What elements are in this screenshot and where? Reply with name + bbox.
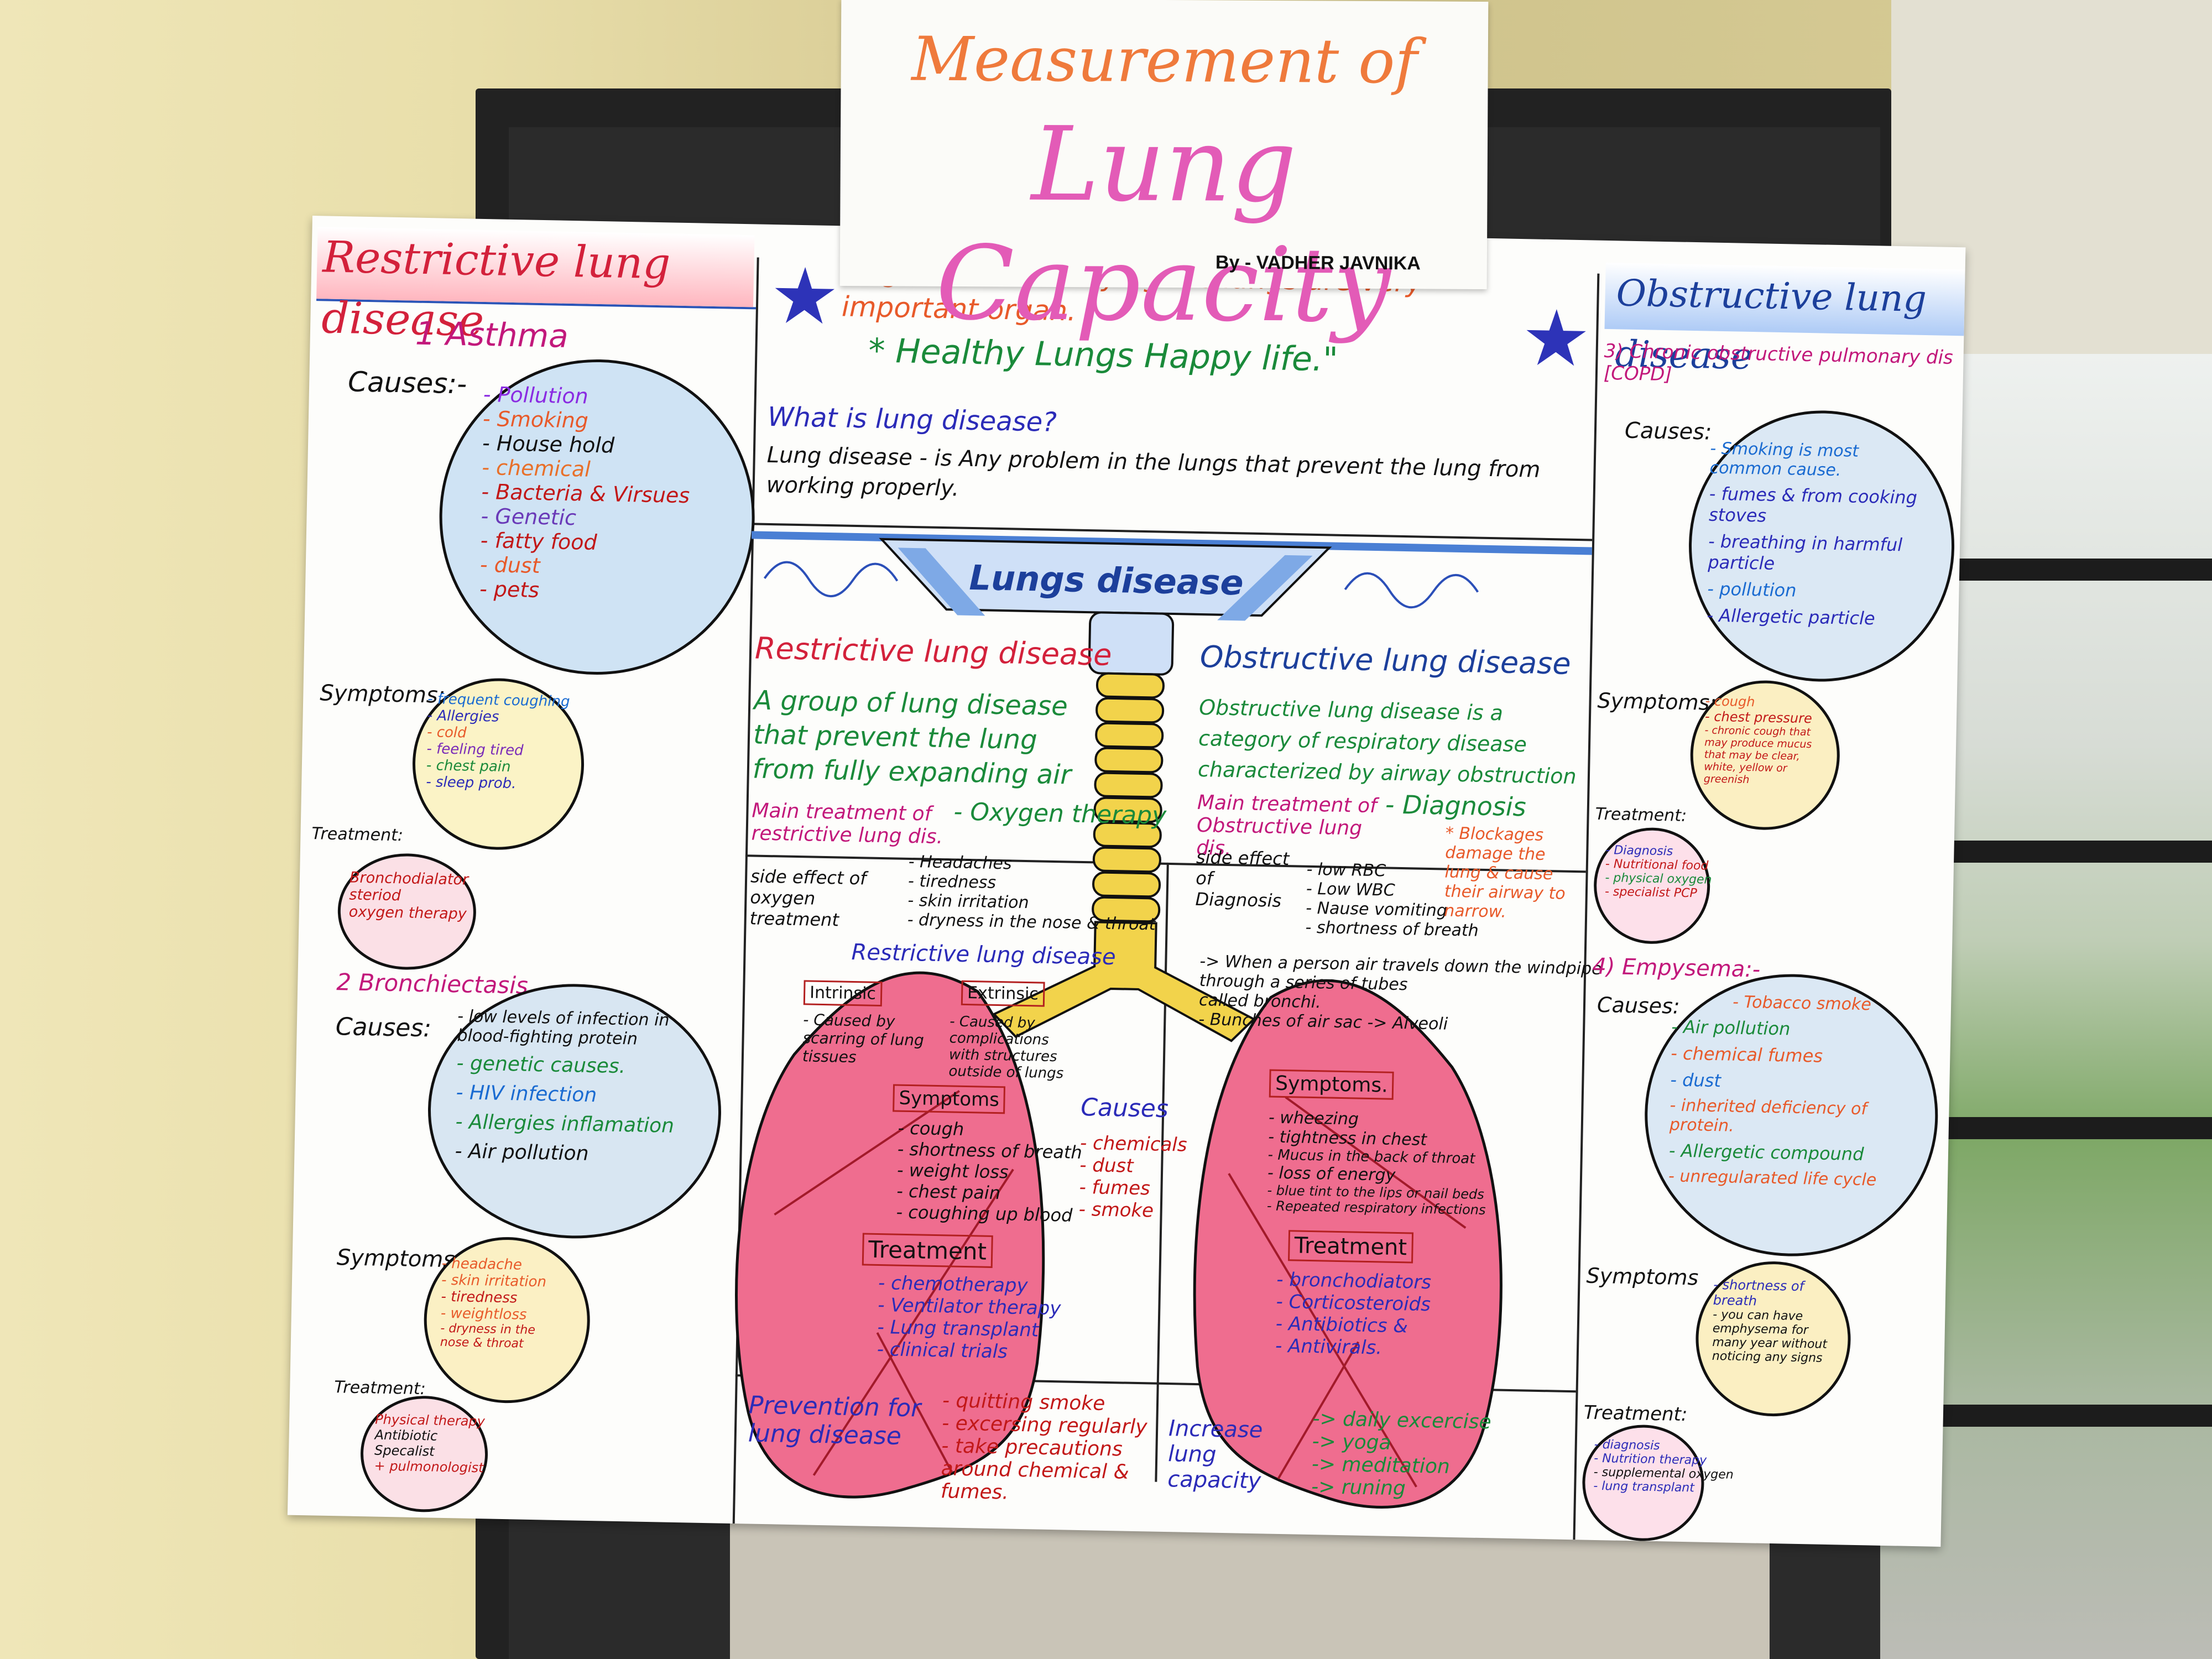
- intrinsic-label: Intrinsic: [803, 980, 883, 1007]
- list-item: - Antivirals.: [1275, 1334, 1383, 1359]
- list-item: - unregularated life cycle: [1668, 1166, 1877, 1190]
- list-item: - bronchodiators: [1276, 1268, 1432, 1294]
- list-item: - smoke: [1078, 1198, 1154, 1222]
- restrictive-main-treatment: - Oxygen therapy: [953, 797, 1167, 830]
- list-item: - chemotherapy: [878, 1272, 1028, 1297]
- obstructive-symptoms-label: Symptoms.: [1269, 1069, 1395, 1100]
- list-item: - you can have emphysema for many year w…: [1712, 1307, 1828, 1365]
- prevention-label: Prevention for lung disease: [748, 1391, 921, 1451]
- list-item: - Smoking is most common cause.: [1709, 439, 1859, 481]
- title-card: Measurement of Lung Capacity By - VADHER…: [839, 0, 1489, 345]
- list-item: - supplemental oxygen: [1593, 1465, 1734, 1482]
- center-causes: - chemicals - dust - fumes - smoke: [1078, 1132, 1187, 1223]
- obstructive-treatment-label: Treatment: [1288, 1230, 1413, 1264]
- list-item: -> daily excercise: [1312, 1407, 1492, 1434]
- list-item: - Allergetic compound: [1668, 1140, 1864, 1165]
- list-item: - excersing regularly: [941, 1412, 1147, 1439]
- list-item: - chronic cough that may produce mucus t…: [1703, 724, 1812, 786]
- list-item: - Nutritional food: [1605, 857, 1709, 873]
- list-item: - Ventilator therapy: [877, 1293, 1061, 1320]
- lung-disease-poster: Restrictive lung disease Obstructive lun…: [287, 216, 1966, 1547]
- restrictive-side-effects: - Headaches - tiredness - skin irritatio…: [907, 852, 1157, 935]
- obstructive-main-treatment: - Diagnosis: [1385, 789, 1527, 822]
- center-causes-label: Causes: [1080, 1093, 1169, 1124]
- copd-title: 3) Chronic obstructive pulmonary dis [CO…: [1603, 340, 1954, 386]
- list-item: - fumes: [1079, 1176, 1151, 1200]
- restrictive-title: Restrictive lung disease: [754, 630, 1113, 672]
- list-item: - cough: [898, 1117, 964, 1140]
- list-item: - dust: [1079, 1154, 1134, 1177]
- list-item: - Air pollution: [1671, 1016, 1791, 1040]
- list-item: - Corticosteroids: [1276, 1290, 1431, 1316]
- title-line-2: Lung Capacity: [936, 104, 1391, 346]
- obstructive-desc: Obstructive lung disease is a category o…: [1197, 695, 1577, 789]
- intrinsic-text: - Caused by scarring of lung tissues: [802, 1010, 925, 1067]
- list-item: - chemicals: [1079, 1131, 1187, 1156]
- list-item: - diagnosis: [1594, 1437, 1660, 1453]
- list-item: - quitting smoke: [942, 1389, 1105, 1415]
- list-item: -> runing: [1311, 1475, 1406, 1500]
- extrinsic-label: Extrinsic: [961, 980, 1045, 1007]
- list-item: - weight loss: [896, 1159, 1009, 1183]
- title-line-1: Measurement of: [911, 23, 1418, 97]
- list-item: - Allergetic particle: [1707, 604, 1876, 629]
- list-item: - breathing in harmful particle: [1708, 530, 1903, 574]
- list-item: - Diagnosis: [1605, 843, 1673, 859]
- list-item: - inherited deficiency of protein.: [1669, 1095, 1867, 1136]
- obstructive-symptoms: - wheezing - tightness in chest - Mucus …: [1267, 1108, 1488, 1218]
- banner-title: Lungs disease: [968, 557, 1244, 603]
- increase-label: Increase lung capacity: [1167, 1416, 1263, 1494]
- title-byline: By - VADHER JAVNIKA: [1215, 252, 1421, 274]
- restrictive-desc: A group of lung disease that prevent the…: [752, 685, 1072, 791]
- list-item: - Nutrition therapy: [1594, 1451, 1707, 1468]
- restrictive-treatment-label: Treatment: [862, 1233, 993, 1268]
- list-item: - fumes & from cooking stoves: [1708, 483, 1918, 526]
- emphysema-symptoms-label: Symptoms: [1586, 1263, 1699, 1290]
- list-item: -> yoga: [1312, 1430, 1391, 1454]
- list-item: -> meditation: [1311, 1453, 1451, 1478]
- list-item: - shortness of breath: [1305, 917, 1479, 941]
- list-item: - chemical fumes: [1671, 1042, 1823, 1067]
- obstructive-side-effect-label: side effect of Diagnosis: [1195, 846, 1290, 911]
- prevention-list: - quitting smoke - excersing regularly -…: [941, 1389, 1153, 1506]
- restrictive-treatment: - chemotherapy - Ventilator therapy - Lu…: [877, 1272, 1061, 1364]
- obstructive-treatment: - bronchodiators - Corticosteroids - Ant…: [1275, 1269, 1432, 1360]
- obstructive-title: Obstructive lung disease: [1199, 639, 1572, 681]
- list-item: - physical oxygen: [1605, 871, 1712, 887]
- blockage-note: * Blockages damage the lung & cause thei…: [1443, 823, 1566, 922]
- list-item: - take precautions around chemical & fum…: [940, 1434, 1130, 1504]
- list-item: - shortness of breath: [1713, 1276, 1804, 1309]
- list-item: - specialist PCP: [1604, 885, 1697, 901]
- lung-diagram: [735, 531, 1592, 1509]
- list-item: - shortness of breath: [897, 1138, 1083, 1164]
- list-item: - Lung transplant: [877, 1316, 1039, 1342]
- list-item: - lung transplant: [1593, 1479, 1695, 1495]
- extrinsic-text: - Caused by complications with structure…: [948, 1013, 1064, 1082]
- airway-note: -> When a person air travels down the wi…: [1198, 952, 1602, 1037]
- copd-treatment-label: Treatment:: [1595, 804, 1687, 826]
- restrictive-symptoms-label: Symptoms: [893, 1084, 1006, 1114]
- restrictive-main-treatment-label: Main treatment of restrictive lung dis.: [751, 799, 943, 849]
- increase-list: -> daily excercise -> yoga -> meditation…: [1311, 1407, 1491, 1501]
- list-item: - Tobacco smoke: [1732, 992, 1872, 1015]
- list-item: - Antibiotics &: [1275, 1312, 1408, 1338]
- lung-title: Restrictive lung disease: [851, 939, 1117, 971]
- restrictive-side-effect-label: side effect of oxygen treatment: [749, 865, 867, 931]
- list-item: - chest pain: [896, 1180, 1001, 1204]
- list-item: - dust: [1670, 1069, 1721, 1092]
- emphysema-treatment-label: Treatment:: [1583, 1401, 1688, 1426]
- restrictive-symptoms: - cough - shortness of breath - weight l…: [896, 1118, 1083, 1226]
- list-item: - coughing up blood: [896, 1201, 1073, 1226]
- list-item: - pollution: [1707, 578, 1797, 601]
- list-item: - clinical trials: [877, 1338, 1008, 1363]
